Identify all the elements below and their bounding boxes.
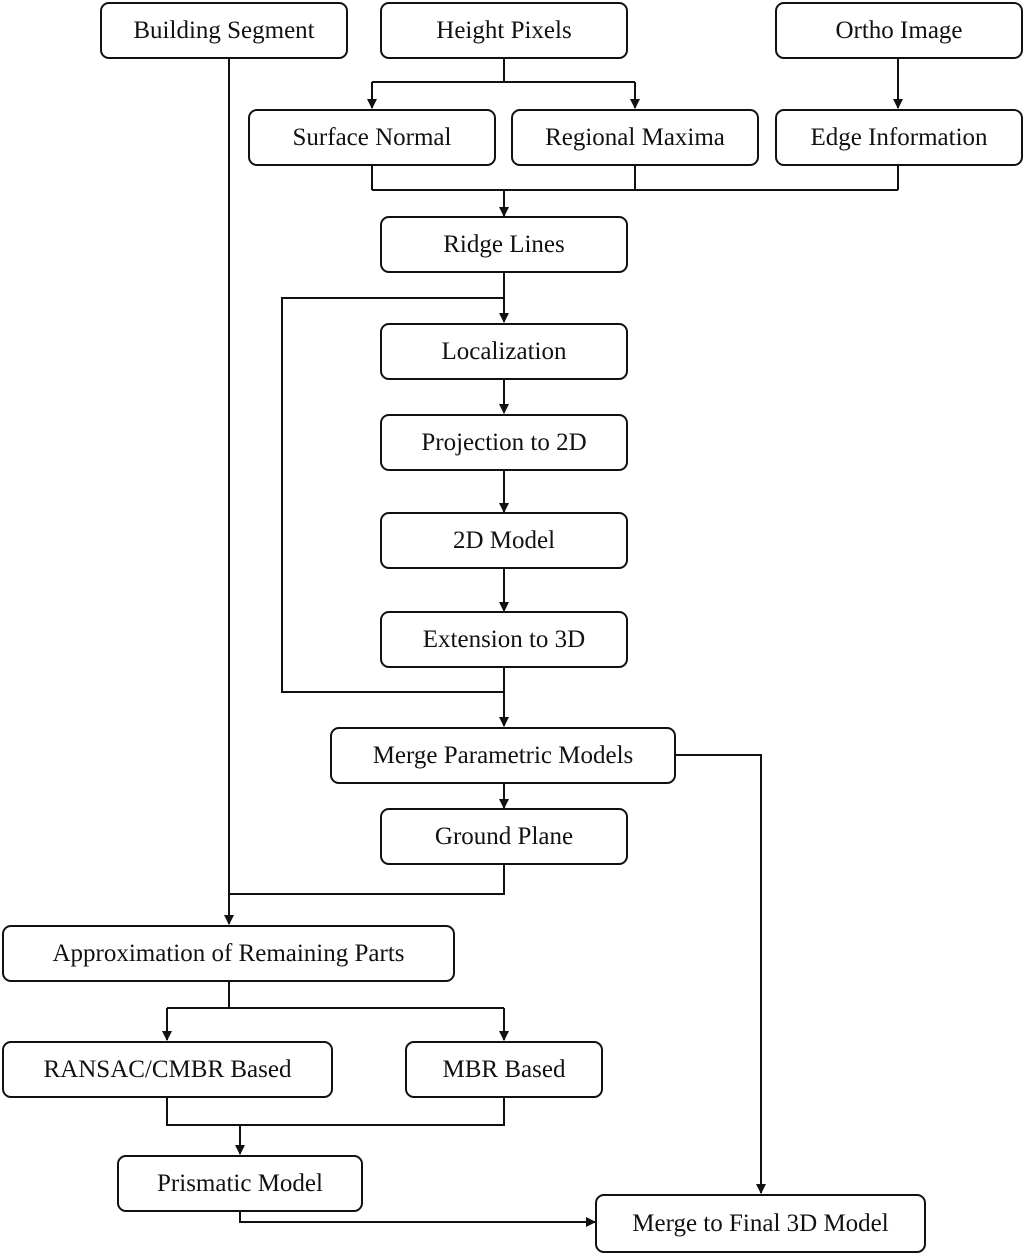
- node-projection-2d: Projection to 2D: [380, 414, 628, 471]
- node-2d-model: 2D Model: [380, 512, 628, 569]
- node-mbr-based: MBR Based: [405, 1041, 603, 1098]
- arrow-to-merge-final-from-prismatic: [239, 1211, 596, 1227]
- node-regional-maxima: Regional Maxima: [511, 109, 759, 166]
- node-ortho-image: Ortho Image: [775, 2, 1023, 59]
- node-ridge-lines: Ridge Lines: [380, 216, 628, 273]
- connector-ground-plane-down: [229, 864, 505, 895]
- node-building-segment: Building Segment: [100, 2, 348, 59]
- node-localization: Localization: [380, 323, 628, 380]
- node-ransac-cmbr-based: RANSAC/CMBR Based: [2, 1041, 333, 1098]
- connector-loop: [281, 297, 504, 693]
- node-merge-final-3d-model: Merge to Final 3D Model: [595, 1194, 926, 1253]
- node-ground-plane: Ground Plane: [380, 808, 628, 865]
- node-edge-information: Edge Information: [775, 109, 1023, 166]
- node-merge-parametric-models: Merge Parametric Models: [330, 727, 676, 784]
- node-surface-normal: Surface Normal: [248, 109, 496, 166]
- node-prismatic-model: Prismatic Model: [117, 1155, 363, 1212]
- node-approximation-remaining-parts: Approximation of Remaining Parts: [2, 925, 455, 982]
- node-extension-3d: Extension to 3D: [380, 611, 628, 668]
- arrow-to-merge-final-from-parametric: [675, 754, 766, 1194]
- connector-ransac-mbr-merge: [166, 1097, 505, 1126]
- node-height-pixels: Height Pixels: [380, 2, 628, 59]
